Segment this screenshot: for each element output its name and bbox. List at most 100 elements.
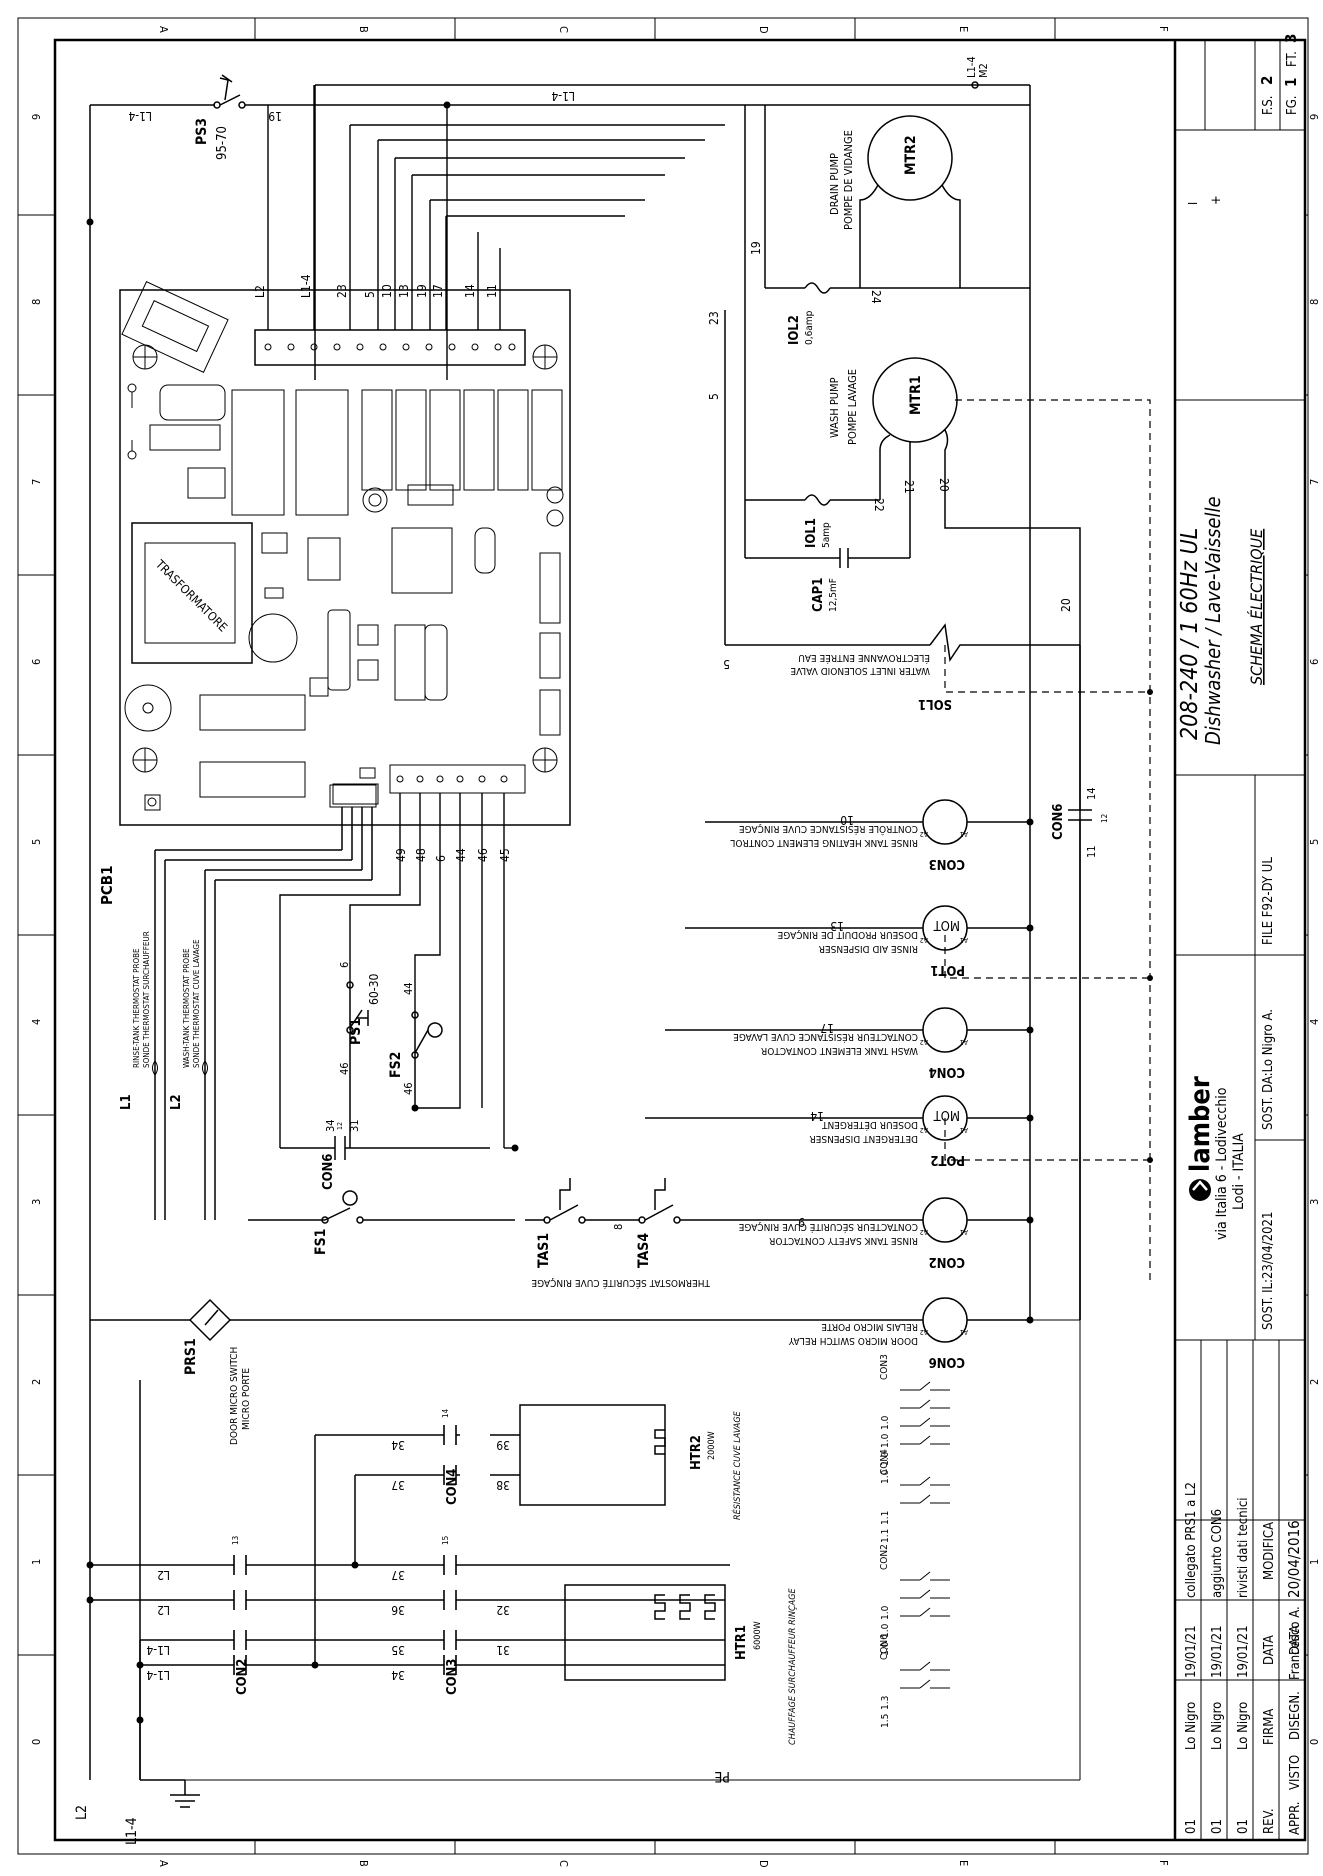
prs1-switch: PRS1 DOOR MICRO SWITCH MICRO PORTE xyxy=(90,1298,920,1445)
coil-a2: A2 xyxy=(920,1228,928,1236)
con2-power-label: CON2 xyxy=(235,1659,250,1695)
rev-header-firma: FIRMA xyxy=(1262,1709,1277,1745)
coil-wire-label: 17 xyxy=(820,1021,834,1035)
htr1-name: HTR1 xyxy=(734,1625,749,1660)
coil-desc-fr: CONTACTEUR SÉCURITÉ CUVE RINÇAGE xyxy=(738,1221,918,1234)
power-wire-label: 36 xyxy=(391,1603,405,1617)
coil-a2: A2 xyxy=(920,1126,928,1134)
wire-20b: 20 xyxy=(1059,598,1073,612)
coil-desc-fr: CONTACTEUR RÉSISTANCE CUVE LAVAGE xyxy=(733,1031,918,1044)
contact-table-name: CON4 xyxy=(879,1449,890,1475)
fs1-name: FS1 xyxy=(313,1229,329,1255)
border-letter-top: C xyxy=(557,26,570,33)
pcb-top-wire-label: 10 xyxy=(380,284,394,298)
ps3-name: PS3 xyxy=(194,118,210,145)
ps1-switch: PS1 60-30 6 46 xyxy=(338,962,490,1149)
wire-6: 6 xyxy=(338,962,351,968)
disegn-value: Francesco A. xyxy=(1288,1606,1303,1680)
border-number-left: 9 xyxy=(30,114,43,120)
wire-21: 21 xyxy=(902,480,916,494)
file-name: FILE F92-DY UL xyxy=(1261,857,1276,945)
fs2-name: FS2 xyxy=(388,1052,404,1078)
con6-left-a: 34 xyxy=(324,1119,337,1132)
probe-l1: L1 RINSE-TANK THERMOSTAT PROBE SONDE THE… xyxy=(119,931,158,1110)
pcb-top-wire-label: 11 xyxy=(485,284,499,298)
coil-wire-label: 14 xyxy=(810,1109,824,1123)
l14-m2-l: L1-4 xyxy=(965,56,978,78)
power-rails: L2 L1-4 PE xyxy=(74,105,1081,1845)
border-number-right: 4 xyxy=(1308,1019,1321,1025)
mtr2-drain-pump: MTR2 DRAIN PUMP POMPE DE VIDANGE xyxy=(828,115,961,288)
data-label: DATA xyxy=(1288,1625,1303,1655)
ps3-range: 95-70 xyxy=(215,126,230,160)
pcb-top-wire-label: 14 xyxy=(463,284,477,298)
title-main: 208-240 / 1 60Hz UL xyxy=(1177,528,1203,740)
l1-name: L1 xyxy=(119,1094,134,1110)
coil-a2: A2 xyxy=(920,936,928,944)
border-number-right: 0 xyxy=(1308,1739,1321,1745)
mtr1-fr: POMPE LAVAGE xyxy=(846,369,859,445)
power-wire-label: L1-4 xyxy=(146,1643,170,1657)
contact-table-value: 1.1 xyxy=(880,1529,891,1543)
fs1-switch: FS1 xyxy=(248,1190,515,1255)
connector-pin xyxy=(471,343,479,351)
border-letter-bottom: B xyxy=(357,1860,370,1867)
fs2-switch: FS2 44 46 xyxy=(388,982,443,1108)
appr-label: APPR. xyxy=(1288,1802,1303,1835)
con3-power-label: CON3 xyxy=(445,1659,460,1695)
border-number-right: 1 xyxy=(1308,1559,1321,1565)
power-wire-label: L1-4 xyxy=(146,1668,170,1682)
line-plus: + xyxy=(1209,195,1224,205)
coil-name: POT1 xyxy=(930,962,965,977)
bottom-connector-wires xyxy=(154,784,377,1220)
coil-a1: A1 xyxy=(960,830,968,838)
coil-desc-fr: RELAIS MICRO PORTE xyxy=(821,1321,918,1332)
coil-desc-en: RINSE AID DISPENSER xyxy=(819,943,918,954)
border-number-left: 8 xyxy=(30,299,43,305)
coil-a1: A1 xyxy=(960,1126,968,1134)
fs-value: 2 xyxy=(1258,76,1276,85)
wire-19: 19 xyxy=(749,241,763,255)
border-number-left: 4 xyxy=(30,1019,43,1025)
htr1-fr: CHAUFFAGE SURCHAUFFEUR RINÇAGE xyxy=(788,1588,798,1745)
con6-left-name: CON6 xyxy=(321,1154,336,1190)
junction-dot xyxy=(86,218,94,226)
contact-table-name: CON6 xyxy=(879,1634,890,1660)
rev2-number: 01 xyxy=(1210,1819,1225,1834)
border-number-left: 1 xyxy=(30,1559,43,1565)
wire-5: 5 xyxy=(707,393,721,400)
rev2-modifica: aggiunto CON6 xyxy=(1210,1509,1225,1598)
iol2-rating: 0,6amp xyxy=(804,310,815,345)
sost-il: SOST. IL:23/04/2021 xyxy=(1261,1212,1276,1330)
wire-9: 9 xyxy=(798,1215,805,1229)
rev1-data: 19/01/21 xyxy=(1184,1625,1199,1678)
coil-wire-label: 13 xyxy=(830,919,844,933)
border-number-right: 7 xyxy=(1308,479,1321,485)
connector-pin xyxy=(287,343,295,351)
mtr2-en: DRAIN PUMP xyxy=(828,153,841,215)
con6-right-contact: CON6 14 11 12 xyxy=(1051,645,1109,1320)
rail-l14-label: L1-4 xyxy=(124,1817,140,1845)
rev1-firma: Lo Nigro xyxy=(1184,1702,1199,1750)
iol2-overload: IOL2 0,6amp 19 24 xyxy=(749,105,1030,345)
border-number-right: 3 xyxy=(1308,1199,1321,1205)
coil-name: CON6 xyxy=(929,1354,965,1369)
iol1-overload: IOL1 5amp CAP1 12,5mF 22 21 20 20 xyxy=(744,105,1081,1320)
border-letter-top: F xyxy=(1157,26,1170,32)
border-number-left: 7 xyxy=(30,479,43,485)
prs1-name: PRS1 xyxy=(183,1338,199,1375)
dashed-links xyxy=(944,399,1153,1280)
htr2-fr: RÉSISTANCE CUVE LAVAGE xyxy=(731,1410,743,1520)
connector-pin xyxy=(448,343,456,351)
pcb-top-wire-label: 5 xyxy=(363,291,377,298)
pcb1-label: PCB1 xyxy=(98,866,116,905)
con4-power-label: CON4 xyxy=(445,1469,460,1505)
l1-en: RINSE-TANK THERMOSTAT PROBE xyxy=(132,948,141,1068)
ps1-name: PS1 xyxy=(348,1018,364,1045)
